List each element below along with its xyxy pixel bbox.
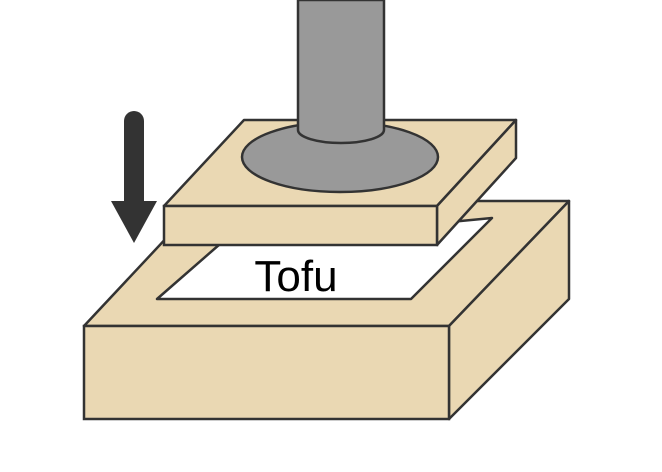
down-arrow-icon [111,111,157,243]
plate-front-face [162,204,439,247]
piston-rod [296,0,386,145]
tofu-label: Tofu [254,252,337,301]
mold-front-face [82,324,451,421]
press-piston [240,0,440,194]
